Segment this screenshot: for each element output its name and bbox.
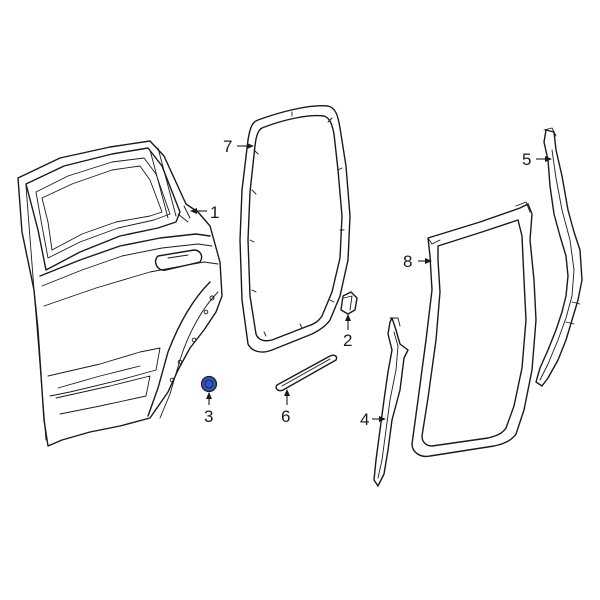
belt-molding-part[interactable] (275, 354, 338, 392)
front-seal-strip-part[interactable] (373, 317, 409, 487)
callout-5: 5 (522, 150, 531, 169)
callout-2: 2 (343, 331, 352, 350)
body-weatherstrip-part[interactable] (239, 104, 351, 353)
rear-seal-strip-part[interactable] (535, 127, 583, 387)
door-clip-part[interactable] (340, 291, 358, 315)
door-shell-part[interactable] (17, 140, 223, 447)
arrowhead-8 (425, 258, 432, 264)
callout-4: 4 (360, 410, 369, 429)
callout-7: 7 (223, 137, 232, 156)
plug-grommet-part[interactable] (200, 375, 218, 393)
door-weatherstrip-part[interactable] (411, 201, 537, 458)
arrowhead-5 (545, 156, 552, 162)
callout-3: 3 (204, 407, 213, 426)
arrowhead-7 (247, 143, 254, 149)
arrowhead-4 (379, 416, 386, 422)
callout-8: 8 (403, 252, 412, 271)
arrowhead-1 (190, 208, 197, 214)
arrowhead-3 (206, 392, 212, 399)
callout-1: 1 (210, 203, 219, 222)
arrowhead-6 (284, 389, 290, 396)
arrowhead-2 (345, 314, 351, 321)
callout-6: 6 (281, 407, 290, 426)
callout-labels: 1 2 3 4 5 6 7 8 (204, 137, 531, 429)
callout-leaders (190, 143, 552, 422)
